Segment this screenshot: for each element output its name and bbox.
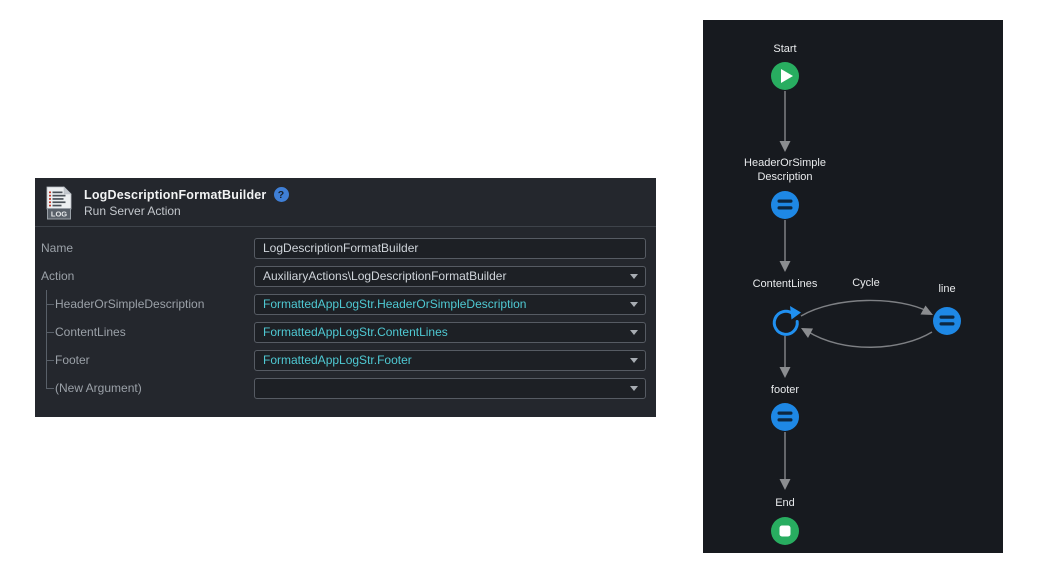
title-block: LogDescriptionFormatBuilder ? Run Server… [84,186,289,218]
log-action-icon: LOG [46,186,72,220]
line-assign-node[interactable] [933,307,961,335]
arrowhead-down-icon [779,261,791,272]
name-input[interactable] [254,237,646,259]
property-row-contentlines: ContentLines FormattedAppLogStr.ContentL… [41,318,646,346]
property-row-footer: Footer FormattedAppLogStr.Footer [41,346,646,374]
headerorsimpledescription-dropdown[interactable]: FormattedAppLogStr.HeaderOrSimpleDescrip… [254,293,646,315]
action-label: Action [41,269,75,283]
property-row-new-argument: (New Argument) [41,374,646,402]
arrowhead-left-icon [801,328,813,338]
connector-header-contentlines [779,220,791,272]
contentlines-dropdown[interactable]: FormattedAppLogStr.ContentLines [254,321,646,343]
equals-icon [777,199,793,210]
end-node[interactable] [771,517,799,545]
new-argument-label: (New Argument) [55,381,142,395]
footer-node-label: footer [771,384,799,396]
dropdown-caret-icon [630,357,638,363]
arrowhead-down-icon [779,367,791,378]
contentlines-label: ContentLines [55,325,126,339]
cycle-edge-label: Cycle [852,277,880,289]
properties-header: LOG LogDescriptionFormatBuilder ? Run Se… [35,178,656,227]
properties-rows: Name Action AuxiliaryActions\LogDescript… [35,227,656,402]
footer-dropdown[interactable]: FormattedAppLogStr.Footer [254,349,646,371]
connector-contentlines-footer [779,336,791,378]
footer-label: Footer [55,353,90,367]
arrowhead-down-icon [779,141,791,152]
equals-icon [939,315,955,326]
dropdown-caret-icon [630,385,638,391]
log-icon-label: LOG [51,210,67,219]
tree-connector [41,318,55,346]
header-node-label-line1: HeaderOrSimple [744,157,826,169]
contentlines-foreach-node[interactable] [772,306,801,336]
name-label: Name [41,241,74,255]
dropdown-caret-icon [630,301,638,307]
tree-connector-end [41,374,55,402]
property-row-headerorsimpledescription: HeaderOrSimpleDescription FormattedAppLo… [41,290,646,318]
cycle-arrowhead-icon [790,306,801,320]
cycle-loop-return [801,328,933,348]
equals-icon [777,411,793,422]
dropdown-caret-icon [630,329,638,335]
connector-start-header [779,91,791,152]
help-icon[interactable]: ? [273,187,289,202]
action-value: AuxiliaryActions\LogDescriptionFormatBui… [263,269,507,283]
contentlines-value: FormattedAppLogStr.ContentLines [263,325,448,339]
arrowhead-down-icon [779,479,791,490]
connector-footer-end [779,432,791,490]
start-node[interactable] [771,62,799,90]
panel-subtitle: Run Server Action [84,204,181,218]
panel-title: LogDescriptionFormatBuilder [84,187,267,202]
action-dropdown[interactable]: AuxiliaryActions\LogDescriptionFormatBui… [254,265,646,287]
arrowhead-right-icon [920,305,933,315]
contentlines-node-label: ContentLines [753,278,818,290]
properties-panel: LOG LogDescriptionFormatBuilder ? Run Se… [35,178,656,417]
end-node-label: End [775,497,795,509]
headerorsimpledescription-value: FormattedAppLogStr.HeaderOrSimpleDescrip… [263,297,527,311]
header-assign-node[interactable] [771,191,799,219]
line-node-label: line [938,283,955,295]
stop-icon [779,525,791,537]
tree-connector [41,290,55,318]
play-icon [781,69,793,83]
dropdown-caret-icon [630,273,638,279]
tree-connector [41,346,55,374]
start-node-label: Start [773,43,796,55]
new-argument-dropdown[interactable] [254,377,646,399]
footer-value: FormattedAppLogStr.Footer [263,353,412,367]
cycle-loop-forward [800,299,933,317]
action-flow-canvas: Start HeaderOrSimple Description [703,20,1003,553]
property-row-name: Name [41,234,646,262]
cycle-arrow-icon [772,309,799,336]
property-row-action: Action AuxiliaryActions\LogDescriptionFo… [41,262,646,290]
header-node-label-line2: Description [757,171,812,183]
footer-assign-node[interactable] [771,403,799,431]
headerorsimpledescription-label: HeaderOrSimpleDescription [55,297,205,311]
